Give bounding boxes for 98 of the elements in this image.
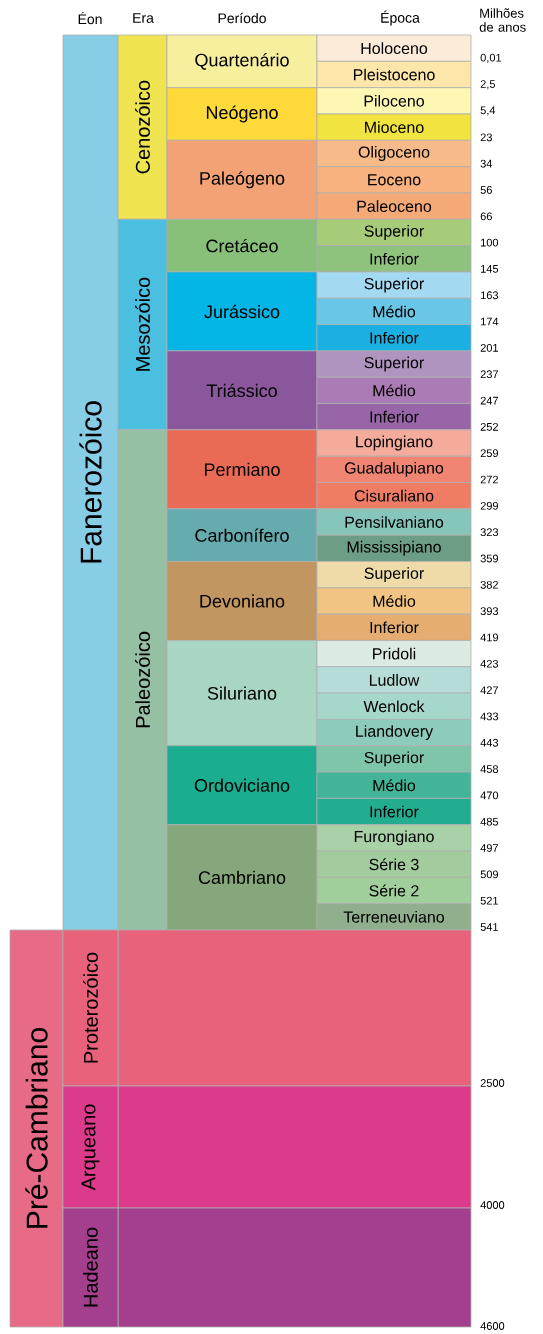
epoch-box: Médio: [316, 376, 472, 404]
age-label: 458: [480, 765, 499, 773]
column-header: Milhões de anos: [479, 8, 526, 32]
age-label: 23: [480, 133, 492, 142]
epoch-box: Superior: [316, 561, 472, 589]
period-box: Cambriano: [166, 824, 318, 931]
era-band: Paleozóico: [117, 429, 168, 931]
epoch-box: Médio: [316, 771, 472, 799]
period-box: Permiano: [166, 429, 318, 510]
epoch-box: Mioceno: [316, 113, 472, 141]
age-label: 56: [480, 186, 492, 194]
age-label: 34: [480, 159, 493, 168]
age-label: 509: [480, 870, 498, 879]
epoch-box: Série 3: [316, 850, 472, 878]
epoch-box: Cisuraliano: [316, 482, 472, 510]
epoch-box: Mississipiano: [316, 534, 472, 562]
epoch-box: Pensilvaniano: [316, 508, 472, 536]
epoch-box: Superior: [316, 271, 472, 299]
eon-band: Fanerozóico: [62, 34, 119, 931]
period-box: Cretáceo: [166, 218, 318, 273]
epoch-box: Superior: [316, 218, 472, 246]
age-label: 423: [480, 659, 499, 668]
age-label: 4000: [480, 1201, 505, 1209]
age-label: 5,4: [480, 106, 496, 116]
column-header: Época: [381, 10, 420, 26]
age-label: 382: [480, 580, 498, 589]
period-box: Triássico: [166, 350, 318, 431]
age-label: 272: [480, 475, 498, 484]
epoch-box: Inferior: [316, 613, 472, 641]
age-label: 237: [480, 370, 498, 379]
node-label: Arqueano: [81, 1104, 100, 1191]
period-box: Ordoviciano: [166, 745, 318, 826]
period-box: Neógeno: [166, 87, 318, 141]
period-box: Devoniano: [166, 561, 318, 641]
node-label: Hadeano: [83, 1227, 98, 1307]
epoch-box: Terreneuviano: [316, 903, 472, 931]
epoch-box: Holoceno: [316, 34, 472, 62]
era-band: Arqueano: [62, 1085, 472, 1209]
age-label: 247: [480, 396, 498, 405]
age-label: 419: [480, 633, 498, 642]
age-label: 323: [480, 528, 499, 537]
epoch-box: Wenlock: [316, 692, 472, 720]
period-box: Quartenário: [166, 34, 318, 89]
age-label: 100: [481, 238, 499, 247]
epoch-box: Série 2: [316, 876, 472, 905]
era-band: Cenozóico: [117, 34, 168, 220]
period-box: Siluriano: [166, 640, 318, 747]
age-label: 259: [480, 449, 498, 458]
age-label: 252: [480, 423, 498, 431]
age-label: 145: [481, 265, 499, 273]
epoch-box: Inferior: [316, 798, 472, 826]
epoch-box: Piloceno: [316, 87, 472, 115]
epoch-box: Paleoceno: [316, 192, 472, 220]
period-box: Paleógeno: [166, 139, 318, 220]
age-label: 0,01: [480, 53, 502, 63]
age-label: 66: [480, 212, 492, 221]
age-label: 2500: [480, 1079, 505, 1087]
epoch-box: Médio: [316, 297, 472, 325]
era-band: Proterozóico: [62, 929, 472, 1087]
eon-band: Pré-Cambriano: [9, 929, 64, 1328]
epoch-box: Pridoli: [316, 640, 472, 668]
age-label: 433: [480, 712, 499, 721]
epoch-box: Médio: [316, 587, 472, 615]
age-label: 299: [480, 501, 498, 510]
age-label: 443: [480, 738, 499, 747]
epoch-box: Pleistoceno: [316, 60, 472, 89]
age-label: 359: [480, 554, 498, 563]
epoch-box: Ludlow: [316, 666, 472, 694]
age-label: 174: [481, 317, 499, 326]
epoch-box: Guadalupiano: [316, 455, 472, 483]
column-header: Éon: [78, 11, 102, 25]
age-label: 470: [480, 791, 499, 800]
period-box: Carbonífero: [166, 508, 318, 562]
epoch-box: Inferior: [316, 324, 472, 352]
age-label: 497: [480, 844, 498, 852]
age-label: 2,5: [480, 80, 495, 90]
column-header: Era: [133, 13, 154, 23]
epoch-box: Inferior: [316, 245, 472, 273]
epoch-box: Oligoceno: [316, 139, 472, 168]
age-label: 4600: [480, 1322, 505, 1330]
epoch-box: Furongiano: [316, 824, 472, 852]
age-label: 163: [481, 291, 499, 300]
age-label: 427: [480, 686, 498, 694]
age-label: 541: [480, 923, 498, 931]
era-band: Mesozóico: [117, 218, 168, 431]
epoch-box: Superior: [316, 350, 472, 378]
period-box: Jurássico: [166, 271, 318, 352]
age-label: 485: [480, 817, 499, 826]
age-label: 201: [480, 344, 498, 352]
epoch-box: Inferior: [316, 403, 472, 431]
epoch-box: Liandovery: [316, 719, 472, 747]
epoch-box: Lopingiano: [316, 429, 472, 457]
era-band: Hadeano: [62, 1207, 472, 1328]
epoch-box: Eoceno: [316, 166, 472, 194]
epoch-box: Superior: [316, 745, 472, 773]
age-label: 521: [480, 896, 498, 905]
node-label: Proterozóico: [83, 952, 98, 1063]
age-label: 393: [480, 607, 499, 616]
